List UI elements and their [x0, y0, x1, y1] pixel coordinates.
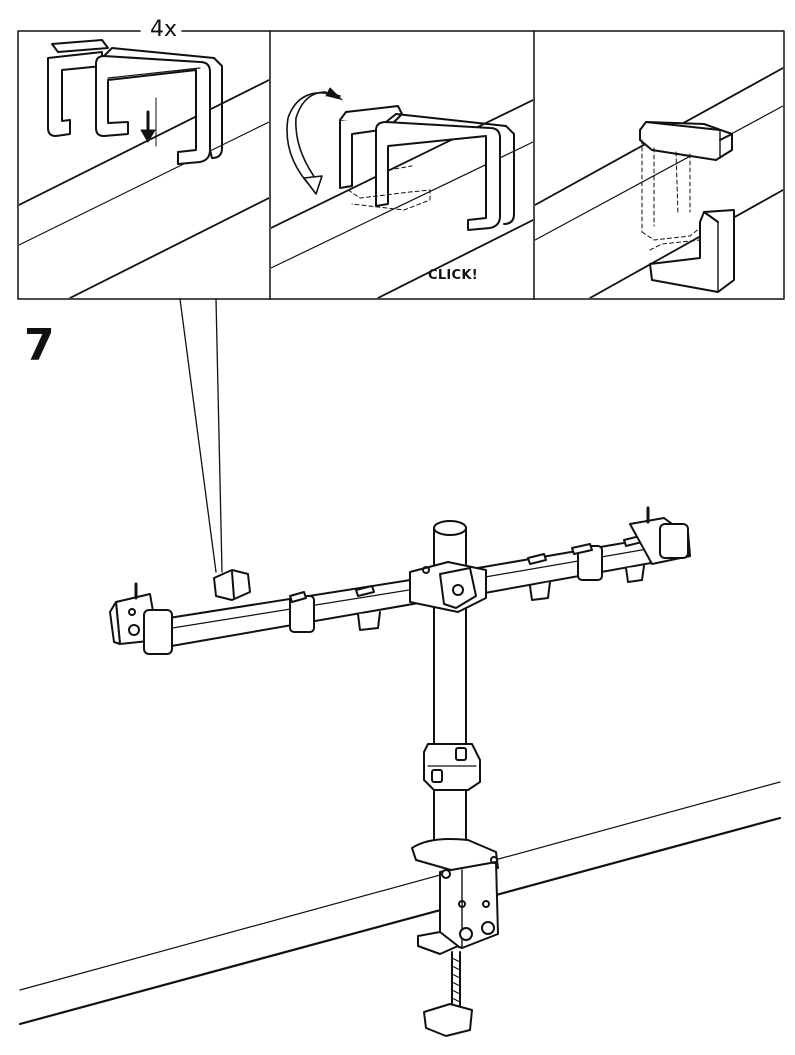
detail-callout-frame — [18, 31, 784, 299]
panel-3-clip-attached — [535, 68, 783, 298]
desk — [20, 782, 780, 1024]
click-sound-label: CLICK! — [428, 268, 479, 283]
callout-pointer — [180, 299, 222, 572]
monitor-arm-assembly — [110, 508, 690, 1036]
quantity-label: 4x — [146, 18, 182, 42]
panel-2-rotate-clip — [271, 88, 533, 298]
step-number: 7 — [24, 320, 55, 371]
panel-1-insert-clip — [19, 40, 269, 298]
